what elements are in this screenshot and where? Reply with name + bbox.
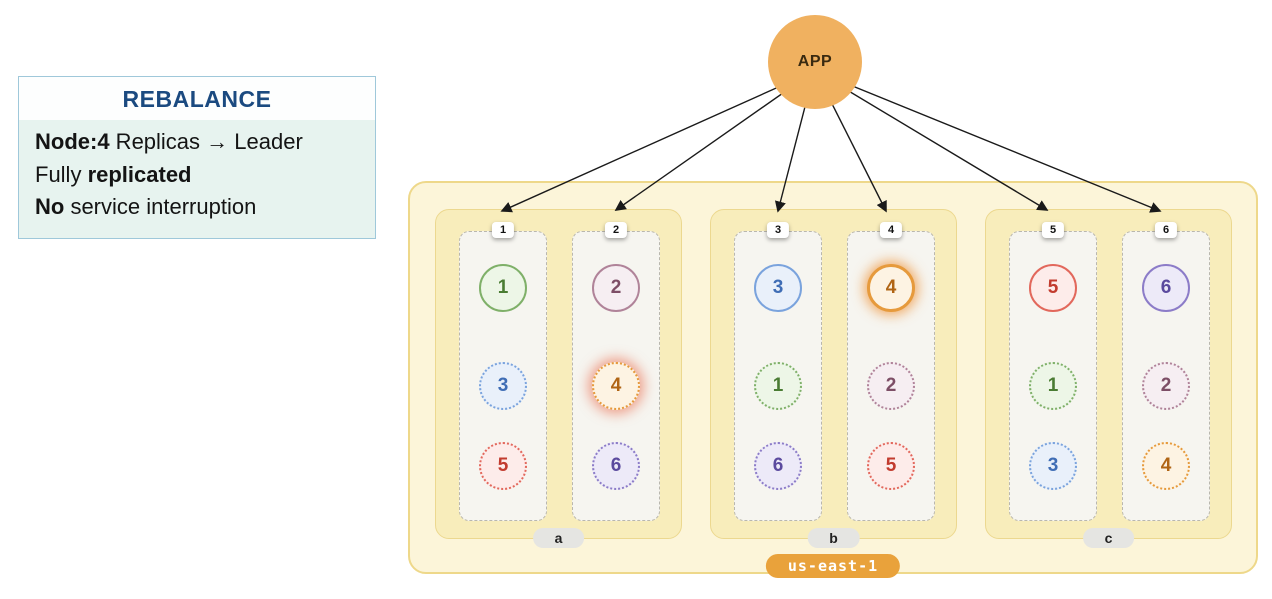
replica-circle: 3: [479, 362, 527, 410]
replica-circle: 1: [754, 362, 802, 410]
zone-label-c: c: [1082, 528, 1135, 548]
replica-circle: 5: [1029, 264, 1077, 312]
info-line-2: Fully replicated: [35, 161, 192, 187]
replica-circle: 6: [592, 442, 640, 490]
replica-circle: 1: [1029, 362, 1077, 410]
replica-circle: 3: [754, 264, 802, 312]
replica-circle: 5: [479, 442, 527, 490]
replica-circle: 1: [479, 264, 527, 312]
zone-b: 3 3 1 6 4 4 2 5 b: [710, 209, 957, 548]
region-us-east-1: 1 1 3 5 2 2 4 6 a 3 3 1 6 4 4: [408, 181, 1258, 578]
zone-label-a: a: [532, 528, 585, 548]
panel-title: REBALANCE: [19, 77, 375, 120]
node-id-badge: 6: [1154, 222, 1178, 238]
replica-circle: 5: [867, 442, 915, 490]
app-node: APP: [768, 15, 862, 109]
zone-a: 1 1 3 5 2 2 4 6 a: [435, 209, 682, 548]
replica-circle: 2: [867, 362, 915, 410]
replica-circle: 2: [1142, 362, 1190, 410]
node-3: 3 3 1 6: [734, 222, 822, 521]
replica-circle: 2: [592, 264, 640, 312]
replica-circle: 4: [592, 362, 640, 410]
app-label: APP: [797, 53, 833, 70]
node-6: 6 6 2 4: [1122, 222, 1210, 521]
node-5: 5 5 1 3: [1009, 222, 1097, 521]
region-badge: us-east-1: [765, 554, 901, 578]
node-id-badge: 4: [879, 222, 903, 238]
info-line-1: Node:4 Replicas → Leader: [35, 129, 303, 154]
rebalance-info-panel: REBALANCE Node:4 Replicas → Leader Fully…: [18, 76, 376, 239]
node-2: 2 2 4 6: [572, 222, 660, 521]
replica-circle: 4: [867, 264, 915, 312]
node-id-badge: 3: [766, 222, 790, 238]
replica-circle: 3: [1029, 442, 1077, 490]
node-id-badge: 2: [604, 222, 628, 238]
zone-label-b: b: [807, 528, 860, 548]
replica-circle: 4: [1142, 442, 1190, 490]
info-line-3: No service interruption: [35, 194, 257, 220]
node-id-badge: 1: [491, 222, 515, 238]
node-1: 1 1 3 5: [459, 222, 547, 521]
replica-circle: 6: [1142, 264, 1190, 312]
node-id-badge: 5: [1041, 222, 1065, 238]
zone-c: 5 5 1 3 6 6 2 4 c: [985, 209, 1232, 548]
panel-body: Node:4 Replicas → Leader Fully replicate…: [19, 120, 375, 238]
node-4: 4 4 2 5: [847, 222, 935, 521]
replica-circle: 6: [754, 442, 802, 490]
